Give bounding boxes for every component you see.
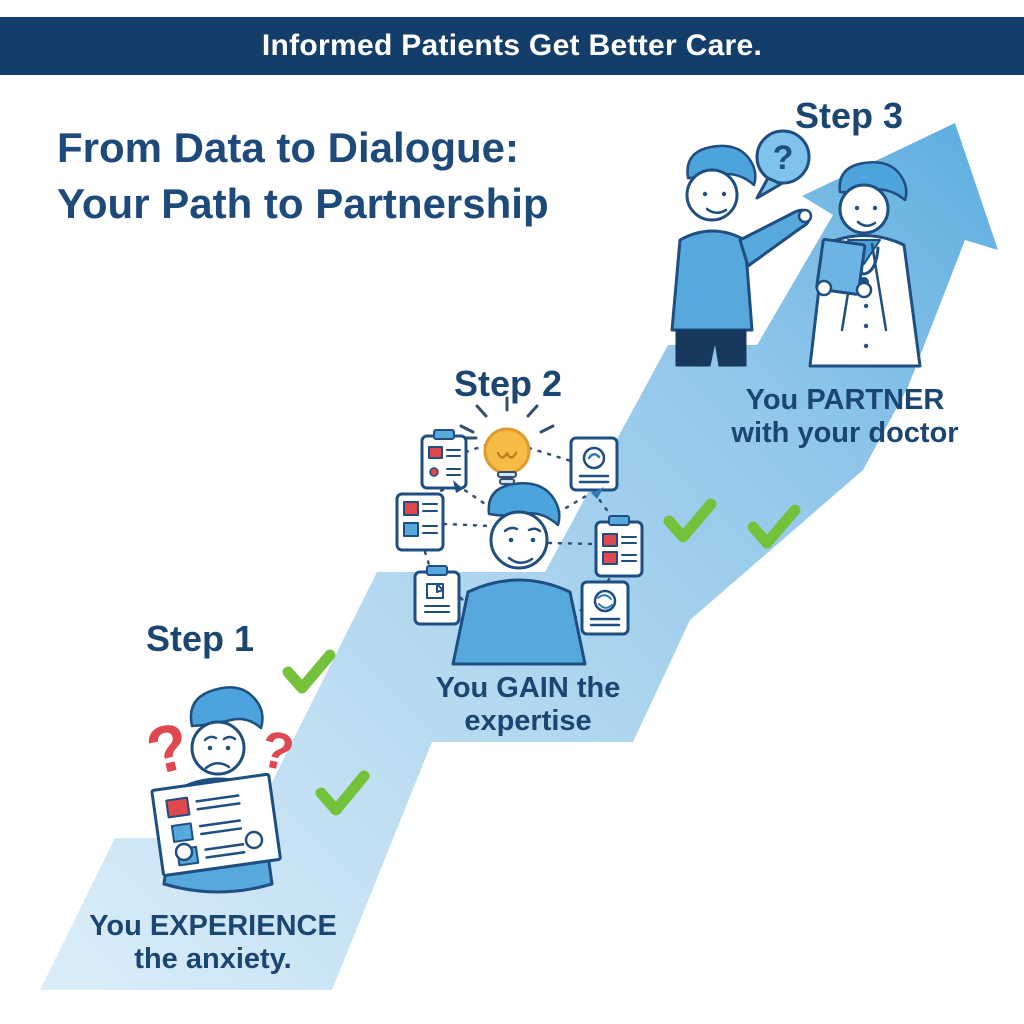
page-title: From Data to Dialogue: Your Path to Part… xyxy=(57,120,549,232)
hand xyxy=(174,842,194,862)
step1-caption: You EXPERIENCE the anxiety. xyxy=(89,910,337,975)
globe-document-icon xyxy=(580,580,630,636)
patient-torso xyxy=(670,229,754,332)
torso xyxy=(451,578,587,666)
doctor-head xyxy=(838,183,890,235)
checkmark-icon xyxy=(282,649,336,694)
question-mark-icon: ? xyxy=(139,707,196,789)
title-line2: Your Path to Partnership xyxy=(57,180,549,227)
checklist-clipboard-icon xyxy=(594,515,644,578)
hair xyxy=(189,686,264,730)
step1-label: Step 1 xyxy=(145,618,255,659)
step3-caption: You PARTNER with your doctor xyxy=(731,384,959,449)
step3-figure: ? xyxy=(663,129,922,549)
hand xyxy=(244,830,264,850)
head xyxy=(489,510,549,570)
step2-figure xyxy=(395,396,644,666)
doctor-hand xyxy=(855,281,873,299)
sad-mouth xyxy=(204,762,231,770)
lightbulb-icon xyxy=(459,396,555,485)
svg-text:?: ? xyxy=(773,139,794,177)
title-line1: From Data to Dialogue: xyxy=(57,124,520,171)
patient-head xyxy=(685,168,739,222)
header-banner: Informed Patients Get Better Care. xyxy=(0,17,1024,75)
pants xyxy=(675,329,747,367)
tablet-icon xyxy=(815,237,867,296)
arrowhead xyxy=(453,480,463,493)
checkmark-icon xyxy=(663,498,717,543)
arrow-ribbon-icon xyxy=(40,123,998,990)
sync-document-icon xyxy=(569,436,619,492)
doctor-hand xyxy=(815,279,833,297)
banner-text: Informed Patients Get Better Care. xyxy=(261,29,763,62)
checkmark-icon xyxy=(747,504,801,549)
clipboard-icon xyxy=(420,429,468,490)
speech-bubble-icon: ? xyxy=(755,129,811,200)
head xyxy=(190,720,246,776)
smile-mouth xyxy=(507,556,534,564)
clipboard-icon xyxy=(413,565,461,626)
lab-report-icon xyxy=(150,772,282,877)
patient-hand xyxy=(797,208,813,224)
arrowhead xyxy=(591,487,604,499)
checkmark-icon xyxy=(315,770,370,816)
step2-label: Step 2 xyxy=(453,363,563,404)
step3-label: Step 3 xyxy=(794,95,904,136)
step1-figure: ? ? xyxy=(139,649,370,894)
step2-caption: You GAIN the expertise xyxy=(435,672,621,737)
document-icon xyxy=(395,492,445,552)
